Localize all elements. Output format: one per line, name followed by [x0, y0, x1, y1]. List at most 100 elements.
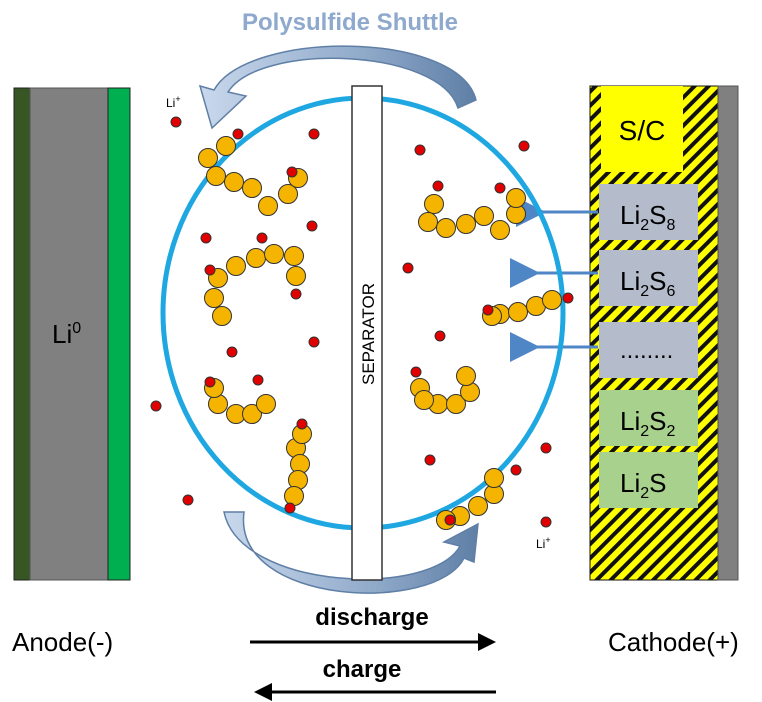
lithium-ion: [170, 116, 182, 128]
anode: Li0: [13, 87, 131, 581]
anode-green-layer: [107, 87, 131, 581]
species-ellipsis-box: [599, 322, 698, 378]
lithium-ion: [296, 418, 308, 430]
lithium-ion: [308, 336, 320, 348]
lithium-ion: [540, 442, 552, 454]
charge-arrow: [254, 683, 496, 701]
separator-label: SEPARATOR: [359, 283, 378, 385]
sulfur-atom: [206, 166, 226, 186]
lithium-ion: [232, 128, 244, 140]
species-li2s-label: Li2S: [620, 468, 667, 502]
sulfur-atom: [542, 290, 562, 310]
lithium-ion: [518, 140, 530, 152]
sulfur-atom: [418, 212, 438, 232]
sulfur-atom: [286, 266, 306, 286]
sulfur-atom: [414, 390, 434, 410]
lithium-ion: [290, 288, 302, 300]
sulfur-atom: [456, 366, 476, 386]
cathode: S/C Li2S8 Li2S6 ........ Li2S2 Li2S: [589, 85, 739, 581]
lithium-ion: [306, 220, 318, 232]
sulfur-atom: [424, 194, 444, 214]
sulfur-atom: [508, 302, 528, 322]
sulfur-atom: [474, 206, 494, 226]
discharge-arrow: [250, 633, 496, 651]
sc-label: S/C: [619, 115, 666, 146]
lithium-ion: [510, 464, 522, 476]
cathode-caption: Cathode(+): [608, 627, 739, 657]
separator: [351, 85, 383, 581]
sulfur-atom: [256, 394, 276, 414]
sulfur-atom: [198, 148, 218, 168]
species-li2s6-box: [599, 250, 698, 306]
lithium-ion: [402, 262, 414, 274]
lithium-ion: [424, 454, 436, 466]
diagram-title: Polysulfide Shuttle: [242, 9, 458, 36]
sulfur-atom: [242, 404, 262, 424]
anode-lithium-layer: [29, 87, 109, 581]
species-li2s2-label: Li2S2: [620, 406, 676, 440]
lithium-ion: [284, 502, 296, 514]
lithium-ion: [256, 232, 268, 244]
sulfur-atom: [258, 196, 278, 216]
lithium-ion: [434, 330, 446, 342]
lithium-ion: [540, 516, 552, 528]
sulfur-atom: [490, 220, 510, 240]
sulfur-atom: [484, 468, 504, 488]
particles: [150, 116, 574, 530]
lithium-ion: [286, 166, 298, 178]
sulfur-atom: [284, 246, 304, 266]
sulfur-atom: [278, 184, 298, 204]
sulfur-atom: [468, 496, 488, 516]
lithium-ion: [150, 400, 162, 412]
dissolution-arrows: [510, 197, 598, 362]
sulfur-atom: [264, 244, 284, 264]
anode-dark-layer: [13, 87, 31, 581]
sulfur-atom: [212, 306, 232, 326]
lithium-ion: [226, 346, 238, 358]
sulfur-atom: [456, 214, 476, 234]
lithium-ion: [204, 264, 216, 276]
cathode-current-collector: [717, 85, 739, 581]
anode-label: Li0: [52, 319, 81, 349]
lithium-ion: [494, 182, 506, 194]
species-li2s8-label: Li2S8: [620, 200, 676, 234]
sulfur-atom: [436, 218, 456, 238]
sulfur-atom: [216, 136, 236, 156]
anode-label-text: Li: [52, 319, 72, 349]
species-li2s2-box: [599, 390, 698, 446]
shuttle-arrow-top: [198, 45, 477, 130]
sulfur-atom: [246, 248, 266, 268]
species-li2s6-label: Li2S6: [620, 266, 676, 300]
lithium-ion: [308, 128, 320, 140]
sulfur-atom: [506, 188, 526, 208]
anode-label-sup: 0: [72, 320, 81, 337]
sulfur-atom: [242, 178, 262, 198]
lithium-ion: [562, 292, 574, 304]
sulfur-atom: [284, 486, 304, 506]
lithium-ion: [432, 180, 444, 192]
charge-label: charge: [323, 656, 402, 683]
discharge-label: discharge: [315, 604, 428, 631]
lithium-ion: [410, 366, 422, 378]
lithium-ion: [444, 514, 456, 526]
lithium-ion: [200, 232, 212, 244]
species-li2s-box: [599, 452, 698, 508]
sulfur-atom: [446, 394, 466, 414]
lithium-ion: [204, 376, 216, 388]
li-ion-label-bottom: Li+: [536, 535, 551, 551]
lithium-ion: [414, 144, 426, 156]
sc-box: [601, 86, 683, 172]
sulfur-atom: [204, 288, 224, 308]
lithium-ion: [252, 374, 264, 386]
species-ellipsis-label: ........: [620, 337, 673, 364]
lithium-ion: [182, 494, 194, 506]
shuttle-arrow-bottom: [223, 511, 479, 594]
li-ion-label-top: Li+: [166, 94, 181, 110]
anode-caption: Anode(-): [12, 627, 113, 657]
lithium-ion: [482, 304, 494, 316]
sulfur-atom: [226, 256, 246, 276]
sulfur-atom: [224, 172, 244, 192]
species-li2s8-box: [599, 184, 698, 240]
